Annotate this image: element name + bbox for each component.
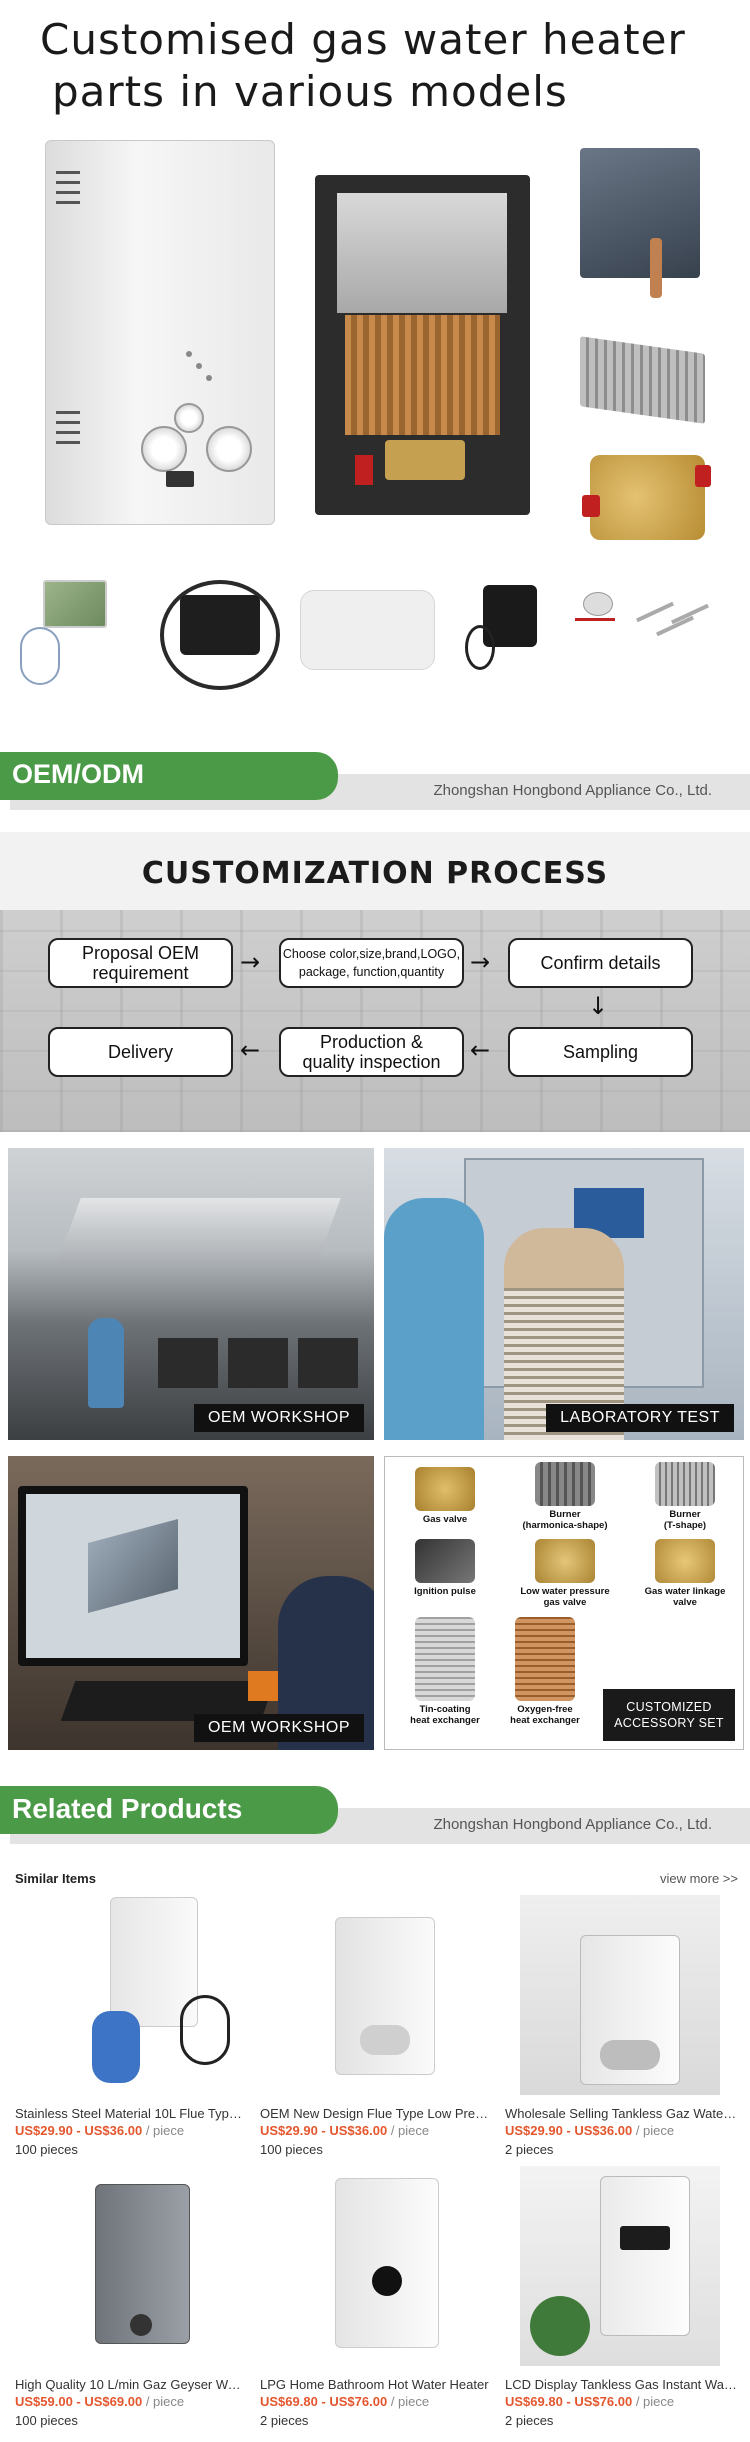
accessory-linkage-valve: Gas water linkage valve [635,1539,735,1608]
product-price: US$59.00 - US$69.00 / piece [15,2394,185,2409]
white-gas-heater-image [45,140,275,525]
company-name: Zhongshan Hongbond Appliance Co., Ltd. [433,782,712,799]
product-price: US$69.80 - US$76.00 / piece [260,2394,430,2409]
step-production-inspection: Production &quality inspection [279,1027,464,1077]
photo-label: LABORATORY TEST [546,1404,734,1432]
hero-title-line-1: Customised gas water heater [40,15,686,64]
product-min-order: 2 pieces [260,2413,309,2428]
hero-section: Customised gas water heater parts in var… [0,0,750,715]
step-confirm-details: Confirm details [508,938,693,988]
heater-knob-right [206,426,252,472]
accessory-low-pressure-valve: Low water pressure gas valve [515,1539,615,1608]
product-name[interactable]: LCD Display Tankless Gas Instant Water H… [505,2377,737,2392]
product-min-order: 100 pieces [260,2142,323,2157]
accessory-ignition-pulse: Ignition pulse [395,1539,495,1597]
oem-odm-banner: OEM/ODM Zhongshan Hongbond Appliance Co.… [0,752,750,812]
oem-workshop-design-photo: OEM WORKSHOP [8,1456,374,1750]
arrow-left-icon: ← [470,1036,491,1064]
step-choose-options: Choose color,size,brand,LOGO,package, fu… [279,938,464,988]
product-image[interactable] [30,1895,230,2095]
step-sampling: Sampling [508,1027,693,1077]
product-price: US$29.90 - US$36.00 / piece [260,2123,430,2138]
related-products-banner: Related Products Zhongshan Hongbond Appl… [0,1786,750,1846]
product-price: US$29.90 - US$36.00 / piece [505,2123,675,2138]
plastic-cover-image [300,590,435,670]
accessory-tin-coating-exchanger: Tin-coating heat exchanger [395,1617,495,1726]
thermostat-switch-image [575,590,709,660]
product-name[interactable]: Stainless Steel Material 10L Flue Type G… [15,2106,247,2121]
product-name[interactable]: LPG Home Bathroom Hot Water Heater [260,2377,489,2392]
product-image[interactable] [275,2166,475,2366]
view-more-link[interactable]: view more >> [659,1871,738,1886]
arrow-left-icon: ← [240,1036,261,1064]
product-min-order: 2 pieces [505,2413,554,2428]
gas-valve-image [582,455,711,540]
step-delivery: Delivery [48,1027,233,1077]
product-card[interactable]: LPG Home Bathroom Hot Water Heater US$69… [260,2166,495,2436]
accessory-burner-harmonica: Burner (harmonica-shape) [515,1462,615,1531]
product-price: US$29.90 - US$36.00 / piece [15,2123,185,2138]
heater-knob-left [141,426,187,472]
product-min-order: 100 pieces [15,2142,78,2157]
product-price: US$69.80 - US$76.00 / piece [505,2394,675,2409]
hero-title-line-2: parts in various models [52,67,568,116]
product-card[interactable]: OEM New Design Flue Type Low Pressure Ga… [260,1895,495,2165]
arrow-right-icon: → [470,948,491,976]
product-image[interactable] [275,1895,475,2095]
hero-title: Customised gas water heater parts in var… [40,14,730,118]
oem-workshop-photo: OEM WORKSHOP [8,1148,374,1440]
product-card[interactable]: Wholesale Selling Tankless Gaz Water Hea… [505,1895,740,2165]
accessory-burner-t-shape: Burner (T-shape) [635,1462,735,1531]
process-title: CUSTOMIZATION PROCESS [141,856,609,891]
accessory-set-panel: Gas valve Burner (harmonica-shape) Burne… [384,1456,744,1750]
power-adapter-image [455,575,555,675]
customized-accessory-set-label: CUSTOMIZED ACCESSORY SET [603,1689,735,1741]
product-card[interactable]: LCD Display Tankless Gas Instant Water H… [505,2166,740,2436]
product-min-order: 100 pieces [15,2413,78,2428]
product-image[interactable] [520,1895,720,2095]
product-name[interactable]: High Quality 10 L/min Gaz Geyser Water H… [15,2377,247,2392]
accessory-gas-valve: Gas valve [395,1467,495,1525]
related-products-label: Related Products [12,1793,243,1824]
accessory-oxygen-free-exchanger: Oxygen-free heat exchanger [495,1617,595,1726]
open-gas-heater-image [315,175,530,515]
lcd-display-part-image [15,575,120,685]
product-min-order: 2 pieces [505,2142,554,2157]
burner-image [580,336,705,424]
photo-label: OEM WORKSHOP [193,1404,364,1432]
heater-display [166,471,194,487]
heat-exchanger-image [580,148,700,298]
oem-odm-label: OEM/ODM [12,759,144,789]
product-image[interactable] [30,2166,230,2366]
similar-items-title: Similar Items [15,1871,96,1886]
product-name[interactable]: Wholesale Selling Tankless Gaz Water Hea… [505,2106,737,2121]
product-image[interactable] [520,2166,720,2366]
photo-label: OEM WORKSHOP [193,1714,364,1742]
arrow-down-icon: ↓ [588,992,609,1020]
laboratory-test-photo: LABORATORY TEST [384,1148,744,1440]
ignition-module-image [150,575,285,695]
product-name[interactable]: OEM New Design Flue Type Low Pressure Ga… [260,2106,492,2121]
product-card[interactable]: Stainless Steel Material 10L Flue Type G… [15,1895,250,2165]
company-name: Zhongshan Hongbond Appliance Co., Ltd. [433,1816,712,1833]
arrow-right-icon: → [240,948,261,976]
product-card[interactable]: High Quality 10 L/min Gaz Geyser Water H… [15,2166,250,2436]
